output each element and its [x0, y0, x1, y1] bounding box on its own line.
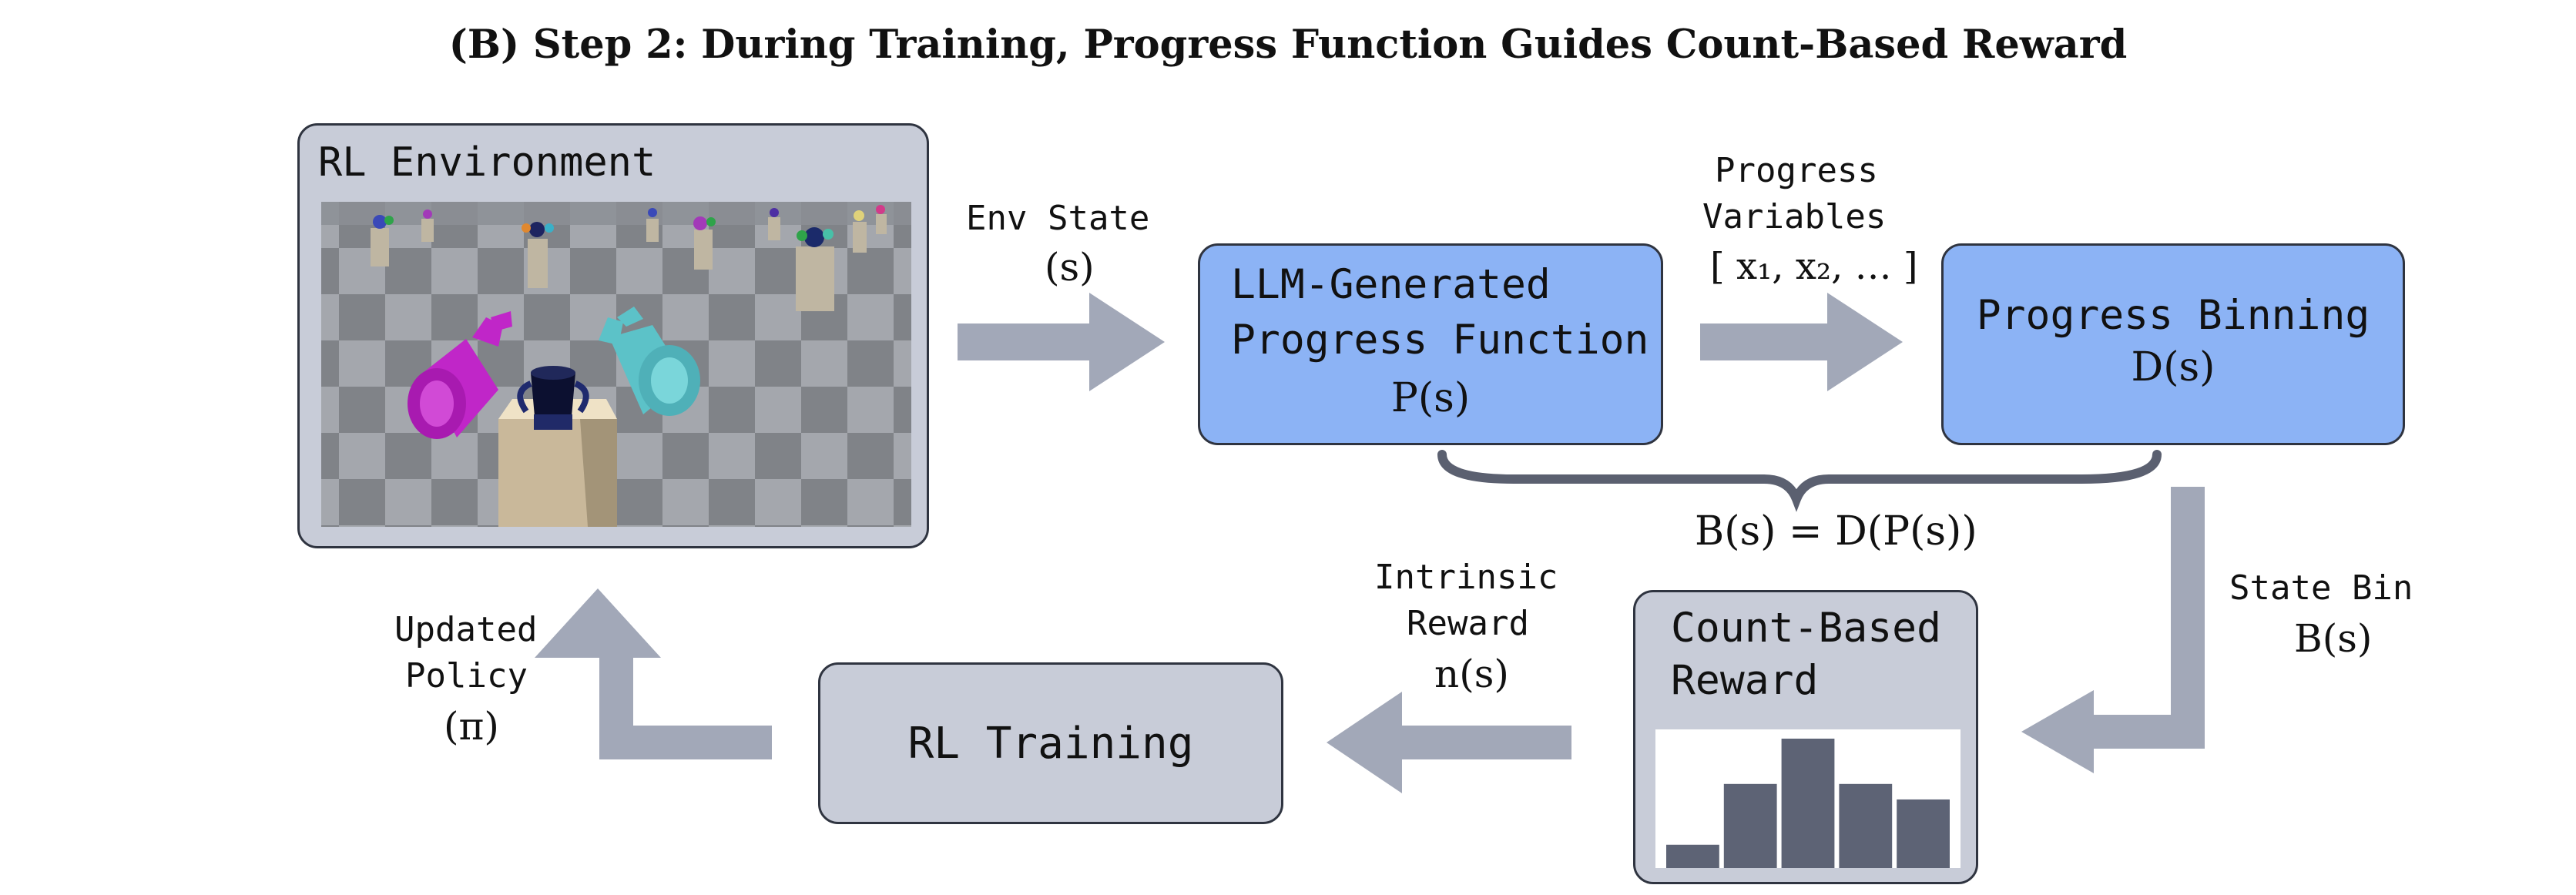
environment-render [321, 202, 911, 527]
distant-pedestals [371, 205, 887, 311]
progress-function-line1: LLM-Generated [1231, 261, 1551, 308]
count-based-reward-line2: Reward [1671, 657, 1819, 704]
histogram-bar [1781, 739, 1835, 868]
updated-policy-symbol: (π) [444, 704, 499, 749]
right-robot-hand [599, 307, 700, 416]
rl-environment-box: RL Environment [297, 123, 929, 548]
intrinsic-reward-line1: Intrinsic [1374, 558, 1558, 597]
updated-policy-line1: Updated [394, 610, 538, 649]
progress-function-symbol: P(s) [1390, 375, 1471, 421]
histogram-plot [1666, 739, 1950, 868]
progress-binning-symbol: D(s) [2131, 344, 2215, 391]
env-state-symbol: (s) [1045, 245, 1095, 290]
progress-function-line2: Progress Function [1231, 317, 1649, 364]
left-robot-hand [408, 311, 512, 439]
histogram-bar [1897, 799, 1950, 868]
rl-training-label: RL Training [907, 718, 1194, 769]
brace-equation: B(s) = D(P(s)) [1695, 508, 1977, 555]
progress-variables-arrow [1700, 293, 1903, 391]
count-based-reward-line1: Count-Based [1671, 605, 1941, 652]
progress-variables-line1: Progress [1715, 151, 1878, 190]
intrinsic-reward-symbol: n(s) [1434, 652, 1509, 696]
state-bin-symbol: B(s) [2294, 616, 2373, 661]
updated-policy-arrow [535, 588, 772, 759]
state-bin-arrow [2021, 487, 2205, 773]
histogram-bar [1723, 783, 1777, 868]
intrinsic-reward-arrow [1327, 692, 1571, 793]
histogram-bar [1839, 783, 1893, 868]
mug [517, 366, 589, 430]
rl-training-box: RL Training [818, 662, 1283, 824]
curly-brace [1437, 450, 2162, 512]
progress-variables-symbol: [ x₁, x₂, … ] [1710, 245, 1918, 288]
visit-count-histogram [1655, 729, 1961, 868]
env-state-label: Env State [966, 199, 1150, 238]
updated-policy-line2: Policy [405, 656, 528, 696]
progress-binning-label: Progress Binning [1976, 292, 2370, 339]
figure-title: (B) Step 2: During Training, Progress Fu… [448, 22, 2128, 68]
progress-variables-line2: Variables [1702, 197, 1887, 236]
histogram-bar [1666, 844, 1719, 868]
simulation-scene [321, 202, 911, 527]
env-state-arrow [958, 293, 1165, 391]
rl-environment-label: RL Environment [318, 139, 656, 186]
state-bin-label: State Bin [2229, 568, 2413, 608]
progress-function-box: LLM-Generated Progress Function P(s) [1198, 243, 1663, 445]
count-based-reward-box: Count-Based Reward [1633, 590, 1978, 884]
intrinsic-reward-line2: Reward [1407, 604, 1529, 643]
progress-binning-box: Progress Binning D(s) [1941, 243, 2405, 445]
